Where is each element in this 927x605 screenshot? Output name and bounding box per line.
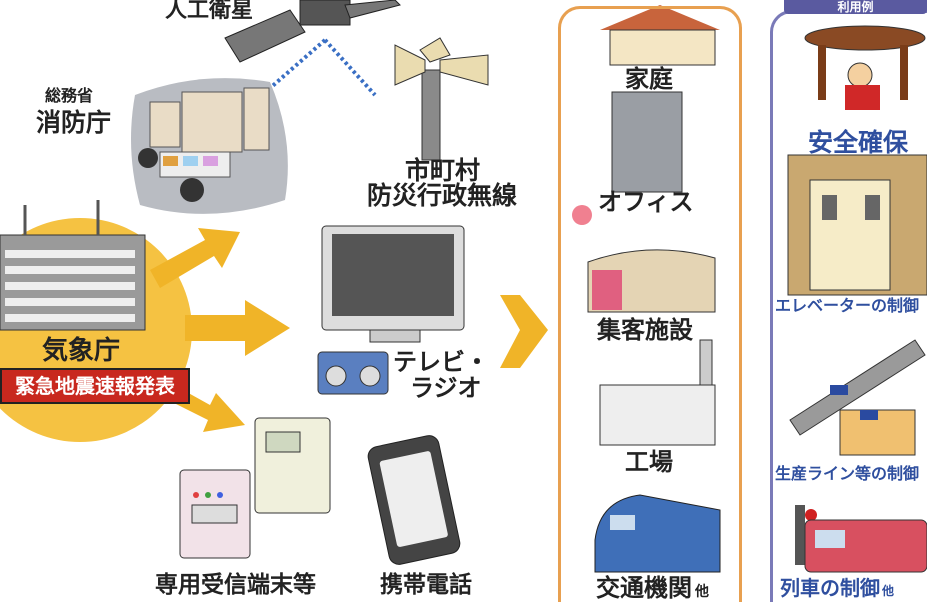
ministry-label: 総務省 — [45, 86, 94, 105]
announcement-banner: 緊急地震速報発表 — [0, 368, 190, 404]
shopping-facility-icon — [572, 205, 716, 313]
tv-radio-label-line2: ラジオ — [410, 374, 482, 402]
train-icon — [594, 494, 721, 573]
office-building-icon — [611, 91, 683, 193]
usage-production-line: 生産ライン等の制御 — [775, 464, 920, 483]
usage-header: 利用例 — [784, 0, 927, 14]
jma-building-icon — [0, 200, 146, 331]
mobile-phone-icon — [367, 435, 461, 565]
place-home: 家庭 — [625, 65, 673, 93]
tv-icon — [321, 225, 465, 343]
fire-agency-label: 消防庁 — [36, 108, 112, 137]
loudspeaker-icon — [394, 37, 489, 161]
table-shelter-icon — [804, 25, 926, 110]
train-control-icon — [795, 505, 927, 573]
satellite-icon — [224, 0, 401, 112]
usage-suffix: 他 — [882, 584, 895, 598]
usage-safety: 安全確保 — [808, 128, 909, 157]
production-line-icon — [789, 339, 926, 456]
place-transport-text: 交通機関 — [596, 574, 692, 602]
place-transport: 交通機関他 — [596, 576, 709, 600]
places-panel — [558, 6, 742, 602]
place-venue: 集客施設 — [597, 316, 693, 344]
arrow-up-right — [150, 228, 240, 288]
elevator-icon — [787, 154, 927, 296]
jma-label: 気象庁 — [42, 336, 121, 366]
usage-train: 列車の制御他 — [780, 578, 894, 598]
tv-radio-label-line1: テレビ・ — [393, 348, 489, 376]
big-arrow-right — [500, 295, 548, 368]
satellite-label: 人工衛星 — [165, 0, 254, 23]
usage-elevator: エレベーターの制御 — [775, 296, 920, 315]
radio-icon — [317, 351, 389, 395]
receiver-terminal-icon — [179, 417, 331, 559]
municipal-label-line2: 防災行政無線 — [367, 181, 518, 210]
usage-train-text: 列車の制御 — [780, 576, 880, 600]
place-office: オフィス — [598, 188, 694, 216]
mobile-label: 携帯電話 — [380, 572, 472, 598]
place-factory: 工場 — [625, 448, 673, 476]
terminal-label: 専用受信端末等 — [155, 572, 316, 598]
control-room-icon — [131, 78, 288, 214]
arrow-right — [185, 300, 290, 356]
places-suffix: 他 — [695, 584, 709, 600]
house-icon — [600, 5, 720, 66]
factory-icon — [599, 339, 716, 446]
municipal-label-line1: 市町村 — [405, 156, 481, 185]
